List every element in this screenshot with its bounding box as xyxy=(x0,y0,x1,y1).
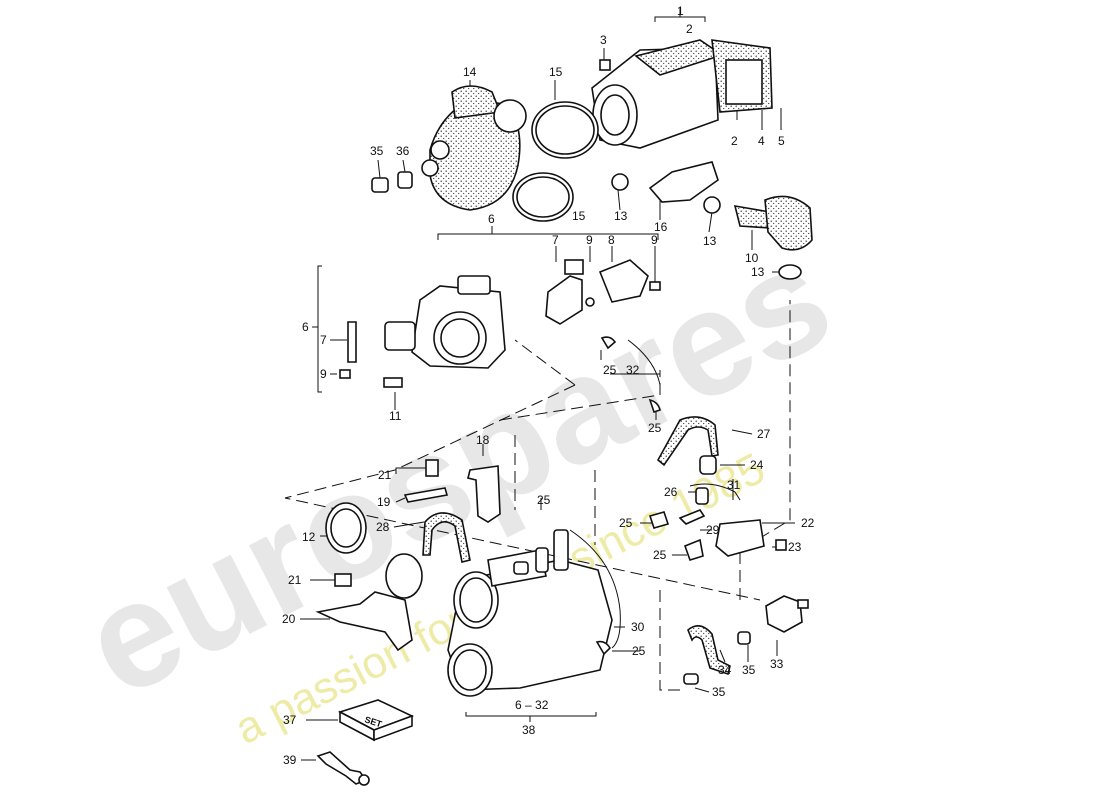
label-30: 30 xyxy=(631,620,645,634)
part-throttle-body xyxy=(339,275,506,388)
label-14: 14 xyxy=(463,65,477,79)
label-35-mid: 35 xyxy=(742,663,756,677)
label-19: 19 xyxy=(377,495,391,509)
label-7-left: 7 xyxy=(320,333,327,347)
label-15-top: 15 xyxy=(549,65,563,79)
part-air-filter xyxy=(733,195,813,280)
part-bracket-18-19 xyxy=(403,459,501,523)
part-bracket-20-21 xyxy=(315,553,423,652)
part-gasket-12 xyxy=(325,502,367,554)
label-27: 27 xyxy=(757,427,771,441)
label-21-top: 21 xyxy=(378,468,392,482)
label-35-top: 35 xyxy=(370,144,384,158)
label-2-top: 2 xyxy=(686,22,693,36)
label-25-a: 25 xyxy=(603,363,617,377)
label-6-32: 6 – 32 xyxy=(515,698,549,712)
label-18: 18 xyxy=(476,433,490,447)
label-12: 12 xyxy=(302,530,316,544)
part-air-flow-meter xyxy=(591,39,773,149)
label-23: 23 xyxy=(788,540,802,554)
part-hose-28 xyxy=(422,512,471,563)
part-hoses xyxy=(600,336,787,561)
label-1: 1 xyxy=(677,4,684,18)
label-28: 28 xyxy=(376,520,390,534)
part-hose-34 xyxy=(683,625,751,685)
label-26: 26 xyxy=(664,485,678,499)
label-25-c: 25 xyxy=(537,493,551,507)
part-idle-valve xyxy=(611,161,721,214)
label-22: 22 xyxy=(801,516,815,530)
part-throttle-housing-upper xyxy=(421,85,527,211)
label-25-f: 25 xyxy=(632,644,646,658)
label-33: 33 xyxy=(770,657,784,671)
label-35-bottom: 35 xyxy=(712,685,726,699)
label-6-left: 6 xyxy=(302,320,309,334)
label-37: 37 xyxy=(283,713,297,727)
label-8: 8 xyxy=(608,233,615,247)
label-32: 32 xyxy=(626,363,640,377)
label-4: 4 xyxy=(758,134,765,148)
label-25-b: 25 xyxy=(648,421,662,435)
label-20: 20 xyxy=(282,612,296,626)
label-2-side: 2 xyxy=(731,134,738,148)
label-11: 11 xyxy=(389,409,402,423)
part-set-box: SET xyxy=(337,699,415,742)
label-9-b: 9 xyxy=(651,233,658,247)
label-5: 5 xyxy=(778,134,785,148)
label-13-c: 13 xyxy=(751,265,765,279)
part-hose-clamps xyxy=(371,59,611,222)
label-13-a: 13 xyxy=(614,209,628,223)
part-throttle-switch xyxy=(545,259,661,325)
label-16: 16 xyxy=(654,220,668,234)
label-25-d: 25 xyxy=(619,516,633,530)
label-13-b: 13 xyxy=(703,234,717,248)
group-outlines xyxy=(284,300,791,691)
label-29: 29 xyxy=(706,523,720,537)
label-36: 36 xyxy=(396,144,410,158)
part-intake-plenum xyxy=(447,529,621,697)
label-34: 34 xyxy=(718,663,732,677)
label-9-a: 9 xyxy=(586,233,593,247)
label-10: 10 xyxy=(745,251,759,265)
label-3: 3 xyxy=(600,33,607,47)
label-38: 38 xyxy=(522,723,536,737)
part-labels: 1 2 3 14 15 2 4 5 35 36 13 16 15 13 6 7 … xyxy=(282,4,815,767)
label-31: 31 xyxy=(727,478,741,492)
label-24: 24 xyxy=(750,458,764,472)
part-sensor-39 xyxy=(316,751,370,786)
label-25-e: 25 xyxy=(653,548,667,562)
label-7-top: 7 xyxy=(552,233,559,247)
label-21-bottom: 21 xyxy=(288,573,302,587)
label-9-c: 9 xyxy=(320,367,327,381)
label-39: 39 xyxy=(283,753,297,767)
part-pressure-valve-33 xyxy=(765,595,809,633)
label-6-top: 6 xyxy=(488,212,495,226)
label-15-bottom: 15 xyxy=(572,209,586,223)
